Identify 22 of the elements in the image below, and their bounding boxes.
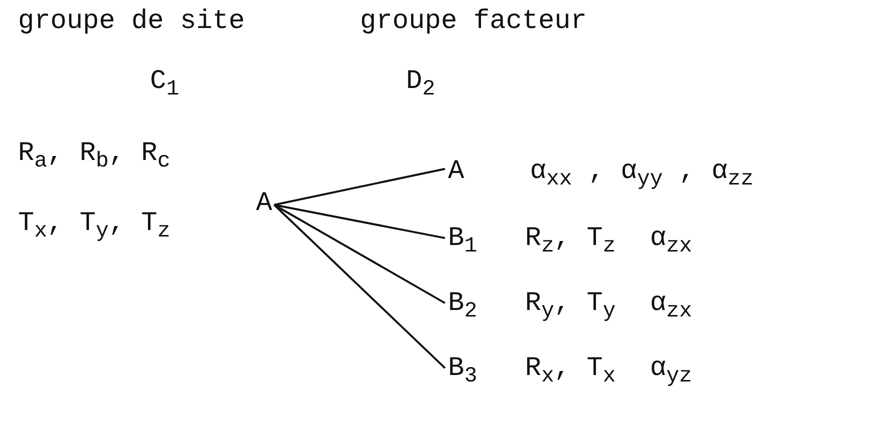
species-label: B$_{1}$	[448, 225, 478, 260]
species-annotation: R$_{a}$, R$_{b}$, R$_{c}$	[18, 140, 170, 174]
correlation-line	[274, 204, 446, 369]
correlation-line	[274, 204, 446, 304]
species-annotation: T$_{x}$, T$_{y}$, T$_{z}$	[18, 210, 170, 244]
group-heading: groupe facteur	[360, 8, 587, 38]
correlation-line	[274, 204, 446, 240]
species-label: B$_{3}$	[448, 355, 478, 390]
correlation-line	[274, 168, 446, 206]
species-annotation: R$_{z}$, T$_{z}$	[525, 225, 616, 260]
species-annotation: α$_{yz}$	[650, 355, 692, 390]
species-annotation: α$_{xx}$ , α$_{yy}$ , α$_{zz}$	[530, 158, 754, 192]
species-annotation: α$_{zx}$	[650, 225, 692, 260]
group-symbol: D$_{2}$	[406, 68, 436, 102]
group-symbol: C$_{1}$	[150, 68, 180, 102]
species-annotation: R$_{x}$, T$_{x}$	[525, 355, 616, 390]
species-label: B$_{2}$	[448, 290, 478, 324]
group-heading: groupe de site	[18, 8, 245, 38]
species-annotation: R$_{y}$, T$_{y}$	[525, 290, 616, 324]
species-annotation: α$_{zx}$	[650, 290, 692, 324]
species-label: A	[256, 190, 272, 220]
species-label: A	[448, 158, 464, 188]
